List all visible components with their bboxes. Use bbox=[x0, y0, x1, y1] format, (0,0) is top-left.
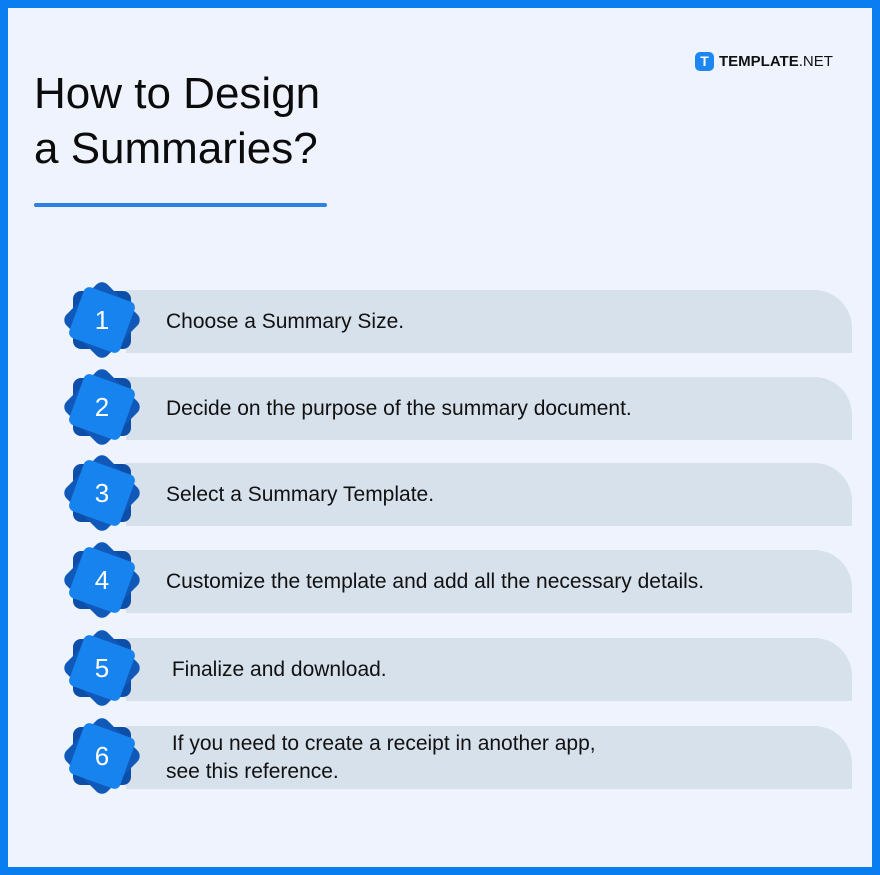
step-badge-icon: 2 bbox=[60, 365, 144, 449]
step-bar bbox=[126, 290, 852, 353]
step-number: 4 bbox=[94, 564, 110, 595]
page-title: How to Design a Summaries? bbox=[34, 66, 320, 176]
step-bar bbox=[126, 638, 852, 701]
step-item-1: 1 Choose a Summary Size. bbox=[60, 278, 852, 362]
step-text: Customize the template and add all the n… bbox=[166, 569, 705, 593]
step-bar bbox=[126, 550, 852, 613]
step-item-2: 2 Decide on the purpose of the summary d… bbox=[60, 365, 852, 449]
step-number: 3 bbox=[94, 477, 110, 508]
step-bar bbox=[126, 377, 852, 440]
step-badge-icon: 6 bbox=[60, 714, 144, 798]
step-number: 1 bbox=[94, 304, 110, 335]
step-text: Select a Summary Template. bbox=[166, 482, 435, 506]
title-underline bbox=[34, 203, 327, 207]
step-text: Finalize and download. bbox=[166, 657, 387, 681]
step-badge-icon: 1 bbox=[60, 278, 144, 362]
step-badge-icon: 4 bbox=[60, 538, 144, 622]
step-number: 5 bbox=[94, 652, 110, 683]
step-badge-icon: 3 bbox=[60, 451, 144, 535]
step-item-3: 3 Select a Summary Template. bbox=[60, 451, 852, 535]
title-line-2: a Summaries? bbox=[34, 124, 318, 173]
step-bar bbox=[126, 726, 852, 789]
step-item-4: 4 Customize the template and add all the… bbox=[60, 538, 852, 622]
title-line-1: How to Design bbox=[34, 69, 321, 118]
template-logo-icon: T bbox=[695, 51, 714, 71]
step-text: If you need to create a receipt in anoth… bbox=[166, 731, 596, 783]
step-number: 6 bbox=[94, 740, 110, 771]
step-badge-icon: 5 bbox=[60, 626, 144, 710]
step-bar bbox=[126, 463, 852, 526]
step-text: Choose a Summary Size. bbox=[166, 309, 405, 333]
step-text: Decide on the purpose of the summary doc… bbox=[166, 396, 632, 420]
brand-logo: T TEMPLATE.NET bbox=[695, 51, 833, 71]
infographic-canvas: How to Design a Summaries? T TEMPLATE.NE… bbox=[8, 8, 872, 867]
step-item-5: 5 Finalize and download. bbox=[60, 626, 852, 710]
step-item-6: 6 If you need to create a receipt in ano… bbox=[60, 714, 852, 798]
brand-suffix: .NET bbox=[798, 52, 833, 70]
step-number: 2 bbox=[94, 391, 110, 422]
brand-name: TEMPLATE bbox=[719, 52, 799, 70]
